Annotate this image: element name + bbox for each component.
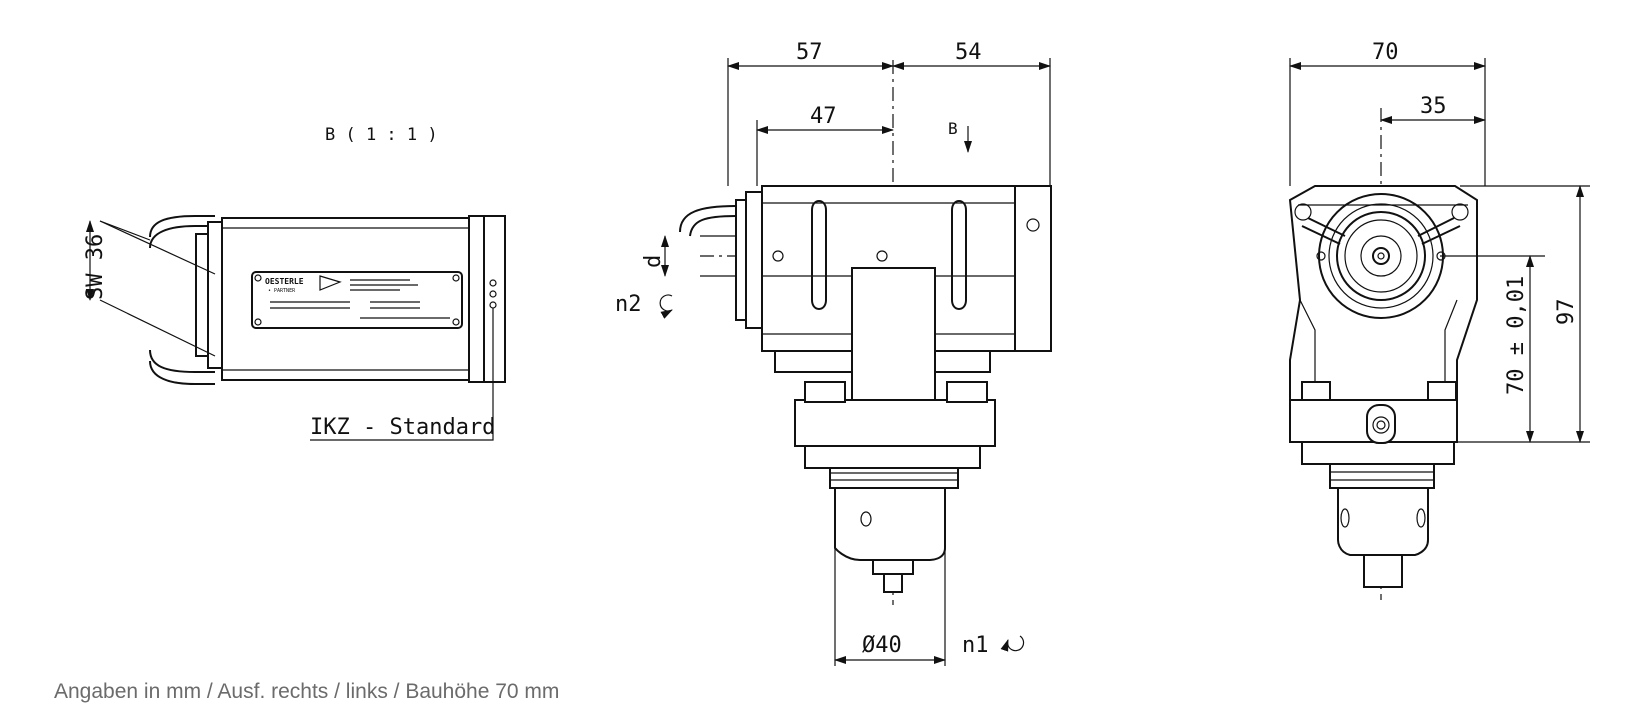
nameplate [251, 271, 463, 329]
view-side: 57 54 47 B d n2 Ø40 n1 [615, 40, 1052, 666]
svg-text:OESTERLE: OESTERLE [265, 277, 304, 286]
dim-70-tol: 70 ± 0,01 [1504, 276, 1529, 395]
caption: Angaben in mm / Ausf. rechts / links / B… [54, 680, 560, 703]
n1-label: n1 [962, 633, 989, 658]
view-b-marker: B [948, 119, 958, 138]
n2-label: n2 [615, 292, 642, 317]
dim-dia40: Ø40 [862, 633, 902, 658]
dim-35: 35 [1420, 94, 1447, 119]
sw36-label: SW 36 [83, 234, 108, 300]
dim-d: d [641, 255, 666, 268]
view-b-title: B ( 1 : 1 ) [325, 125, 438, 145]
ikz-label: IKZ - Standard [310, 415, 495, 440]
view-b: B ( 1 : 1 ) OESTERLE • PARTNER [83, 125, 506, 441]
dim-54: 54 [955, 40, 982, 65]
dim-57: 57 [796, 40, 823, 65]
svg-text:• PARTNER: • PARTNER [268, 288, 296, 294]
dim-97: 97 [1554, 299, 1579, 326]
dim-70: 70 [1372, 40, 1399, 65]
dim-47: 47 [810, 104, 837, 129]
view-front: 70 35 70 ± 0,01 97 [1288, 40, 1590, 600]
